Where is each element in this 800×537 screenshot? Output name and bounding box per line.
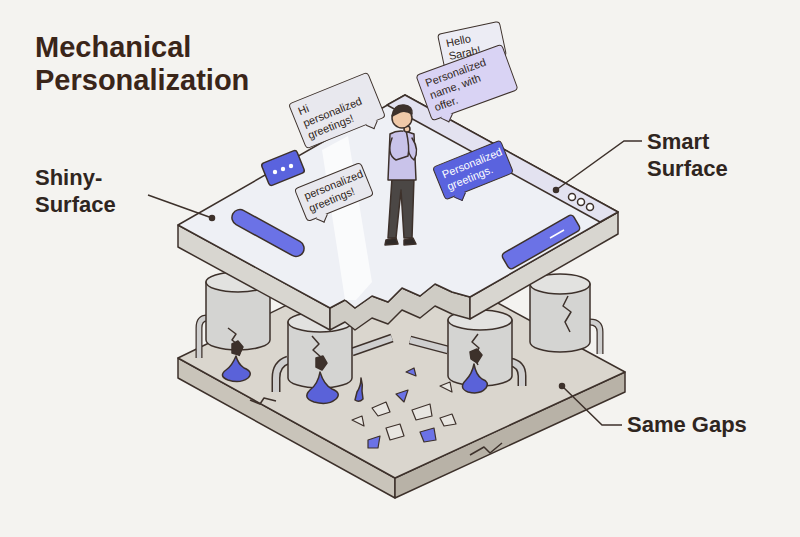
- shard: [440, 414, 456, 426]
- diagram-title: Mechanical Personalization: [35, 31, 320, 97]
- bubble-text: Personalized name, with offer.: [424, 51, 511, 114]
- shard: [396, 390, 408, 402]
- button: [501, 214, 581, 270]
- tank-crack: [563, 296, 571, 332]
- shard: [352, 416, 364, 426]
- leader-dot: [554, 188, 559, 193]
- shoe: [404, 238, 416, 245]
- shard: [368, 436, 380, 448]
- pipe: [276, 360, 288, 392]
- speech-bubble: Personalized greetings.: [432, 139, 514, 200]
- tank-hole: [232, 341, 243, 355]
- typing-dot: [289, 164, 293, 168]
- shirt: [388, 131, 416, 180]
- bubble-text: Hi personalized greetings!: [296, 79, 377, 142]
- tank-crack: [228, 328, 242, 356]
- callout-label: Same Gaps: [627, 411, 787, 438]
- hair: [392, 105, 412, 116]
- callout-label: Shiny-Surface: [35, 164, 135, 218]
- typing-bubble: [261, 150, 305, 186]
- leader-dot: [560, 384, 565, 389]
- input-pill: [229, 207, 307, 260]
- speech-bubble: Personalized name, with offer.: [415, 44, 518, 122]
- pipe: [352, 338, 392, 352]
- pipe: [590, 322, 600, 354]
- pipe: [276, 360, 288, 392]
- shard: [372, 402, 390, 416]
- pipe: [410, 340, 448, 350]
- spill: [222, 356, 250, 382]
- callout-label: Smart Surface: [647, 128, 787, 182]
- pipe: [590, 322, 600, 354]
- tank-hole: [470, 349, 482, 363]
- bubble-text: Personalized greetings.: [440, 147, 505, 194]
- typing-dot: [281, 167, 285, 171]
- shard: [406, 368, 416, 376]
- shoe: [385, 238, 398, 245]
- shards: [352, 368, 456, 448]
- slab-top: [178, 95, 618, 308]
- top-slab: [178, 95, 618, 330]
- shard: [412, 404, 432, 420]
- leader-dot: [210, 216, 215, 221]
- floor-crack: [470, 443, 502, 455]
- shard: [420, 428, 436, 442]
- gloss: [322, 136, 372, 300]
- typing-dot: [273, 170, 277, 174]
- browser-bar: [387, 95, 618, 222]
- bubble-text: personalized greetings!: [302, 169, 366, 215]
- person: [385, 105, 417, 245]
- tank-hole: [316, 356, 327, 370]
- window-dot: [569, 194, 576, 201]
- button-mark: [550, 230, 564, 238]
- pipe: [352, 338, 392, 352]
- spill: [307, 372, 338, 403]
- speech-bubble: Hi personalized greetings!: [288, 72, 386, 150]
- spill: [355, 378, 363, 401]
- pipe: [410, 340, 448, 350]
- speech-bubble: personalized greetings!: [294, 162, 374, 222]
- leader-line: [562, 386, 622, 425]
- spill: [462, 364, 487, 393]
- leader-line: [556, 141, 642, 190]
- legs: [388, 178, 414, 238]
- shard: [386, 424, 404, 440]
- arm: [390, 130, 409, 160]
- leader-lines: [148, 141, 642, 425]
- floor-crack: [250, 398, 276, 404]
- shard: [440, 382, 452, 392]
- bubble-shape: [261, 150, 305, 186]
- leader-line: [148, 195, 212, 218]
- window-dot: [587, 204, 594, 211]
- spills: [222, 356, 487, 403]
- window-dot: [578, 199, 585, 206]
